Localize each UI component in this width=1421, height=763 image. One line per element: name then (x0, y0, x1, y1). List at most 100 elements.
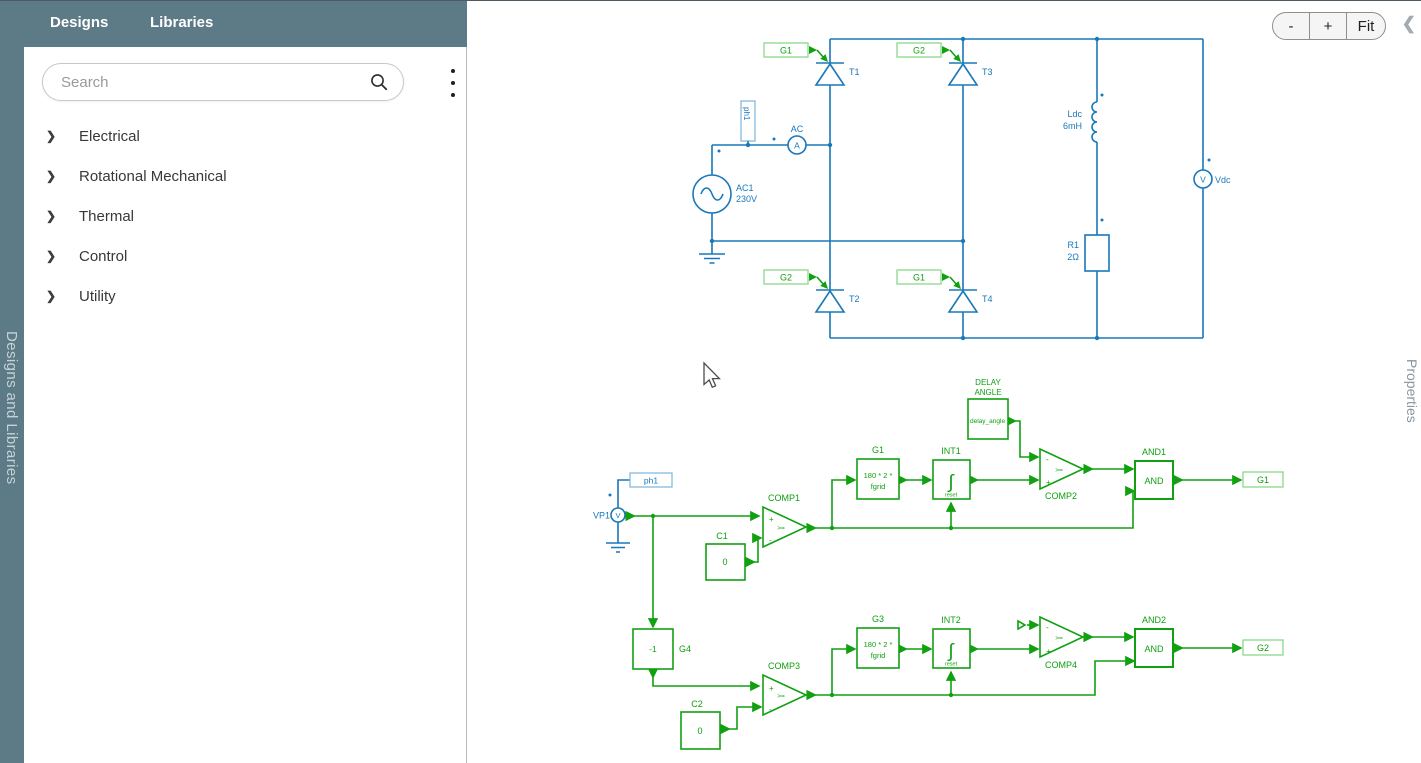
and-text: AND (1144, 476, 1164, 486)
component-label: AND2 (1142, 615, 1166, 625)
chevron-right-icon: ❯ (46, 169, 57, 183)
gain-g3[interactable]: 180 * 2 * fgrid G3 (856, 614, 900, 669)
mouse-cursor (703, 361, 721, 389)
kebab-menu-icon[interactable] (448, 69, 458, 97)
open-input-arrow (1017, 619, 1027, 631)
tree-item-label: Rotational Mechanical (79, 167, 227, 185)
sidebar-item-thermal[interactable]: ❯ Thermal (24, 196, 466, 236)
library-tree: ❯ Electrical ❯ Rotational Mechanical ❯ T… (24, 116, 466, 316)
sidebar-item-electrical[interactable]: ❯ Electrical (24, 116, 466, 156)
and-gate-and2[interactable]: AND AND2 (1134, 615, 1174, 668)
phase-tag-ph1[interactable]: ph1 (740, 100, 756, 145)
input-sign: + (1046, 647, 1051, 656)
search-input[interactable] (43, 73, 369, 91)
gain-expression: fgrid (871, 651, 886, 660)
gate-tag-t3[interactable]: G2 (896, 42, 961, 62)
wire-branch-g3[interactable] (831, 643, 857, 695)
resistor-r1[interactable]: R1 2Ω (1067, 234, 1110, 338)
component-label: COMP4 (1045, 660, 1077, 670)
constant-value: 0 (697, 726, 702, 736)
chevron-right-icon: ❯ (46, 289, 57, 303)
wire-g4-comp3[interactable] (647, 668, 761, 692)
gate-tag-t2[interactable]: G2 (763, 269, 828, 289)
output-tag-g1[interactable]: G1 (1242, 471, 1284, 488)
comparator-comp2[interactable]: - + >= COMP2 (1039, 447, 1085, 501)
zoom-in-button[interactable]: + (1309, 12, 1347, 40)
sidebar: ❮ Designs Libraries ❯ Electrical ❯ Rotat… (0, 1, 467, 763)
thyristor-t4[interactable]: T4 (947, 289, 993, 313)
schematic-canvas[interactable]: T1 T3 T2 T4 (467, 1, 1421, 763)
voltage-probe-vp1[interactable]: V VP1 (593, 479, 630, 553)
gate-tag-t1[interactable]: G1 (763, 42, 828, 62)
component-label: INT1 (941, 446, 961, 456)
sidebar-item-control[interactable]: ❯ Control (24, 236, 466, 276)
component-label: G4 (679, 644, 691, 654)
control-logic[interactable]: V VP1 ph1 (593, 378, 1284, 750)
wire-comp1-and1[interactable] (806, 485, 1136, 534)
voltmeter-name: Vdc (1215, 175, 1231, 185)
gate-tag-t4[interactable]: G1 (896, 269, 961, 289)
zoom-out-button[interactable]: - (1272, 12, 1310, 40)
reset-port-label: reset (945, 493, 958, 499)
gain-expression: fgrid (871, 482, 886, 491)
ground-symbol[interactable] (699, 241, 725, 264)
component-label: G1 (872, 445, 884, 455)
search-box[interactable] (42, 63, 404, 101)
delay-angle-block[interactable]: delay_angle DELAY ANGLE (967, 378, 1009, 440)
constant-value: 0 (722, 557, 727, 567)
integrator-int1[interactable]: ∫ reset INT1 (932, 446, 971, 500)
thyristor-t3[interactable]: T3 (947, 62, 993, 86)
operator: >= (777, 525, 785, 532)
output-tag-g2[interactable]: G2 (1242, 639, 1284, 656)
tab-designs[interactable]: Designs (50, 14, 109, 31)
gate-tag-label: G1 (913, 273, 925, 283)
chevron-right-icon: ❯ (46, 249, 57, 263)
component-label: ANGLE (974, 388, 1001, 397)
thyristor-t2[interactable]: T2 (814, 289, 860, 313)
gate-tag-label: G1 (780, 46, 792, 56)
wire-branch-g1[interactable] (831, 474, 857, 528)
probe-name: VP1 (593, 511, 610, 521)
output-tag-label: G1 (1257, 475, 1269, 485)
source-name: AC1 (736, 183, 754, 193)
zoom-controls: - + Fit (1272, 12, 1386, 40)
junction-dots (709, 36, 1211, 341)
wire-c2-comp3[interactable] (720, 701, 763, 735)
gain-g1[interactable]: 180 * 2 * fgrid G1 (856, 445, 900, 500)
comparator-comp3[interactable]: + - >= COMP3 (762, 661, 808, 717)
constant-c2[interactable]: 0 C2 (680, 699, 721, 750)
operator: >= (777, 693, 785, 700)
designs-libraries-rail-tab[interactable]: Designs and Libraries (3, 331, 20, 485)
wire-delay-comp2[interactable] (1006, 415, 1040, 463)
comparator-comp1[interactable]: + - >= COMP1 (762, 493, 808, 549)
search-icon[interactable] (369, 72, 389, 92)
zoom-fit-button[interactable]: Fit (1346, 12, 1386, 40)
inductor-ldc[interactable]: Ldc 6mH (1063, 39, 1098, 235)
sidebar-item-rotational-mechanical[interactable]: ❯ Rotational Mechanical (24, 156, 466, 196)
voltmeter-vdc[interactable]: V Vdc (1193, 39, 1231, 338)
source-value: 230V (736, 194, 757, 204)
reset-port-label: reset (945, 662, 958, 668)
comparator-comp4[interactable]: - + >= COMP4 (1039, 615, 1085, 670)
input-sign: - (1046, 455, 1049, 464)
constant-c1[interactable]: 0 C1 (705, 531, 746, 581)
delay-value: delay_angle (970, 418, 1005, 425)
resistor-value: 2Ω (1067, 252, 1079, 262)
component-label: AND1 (1142, 447, 1166, 457)
ac-source-ac1[interactable]: AC1 230V (692, 145, 757, 241)
power-stage[interactable]: T1 T3 T2 T4 (692, 36, 1231, 341)
properties-panel-tab[interactable]: Properties (1404, 359, 1420, 423)
integrator-int2[interactable]: ∫ reset INT2 (932, 615, 971, 669)
component-label: C1 (716, 531, 728, 541)
gain-expression: 180 * 2 * (864, 640, 893, 649)
component-label: T2 (849, 294, 860, 304)
thyristor-t1[interactable]: T1 (814, 62, 860, 86)
expand-properties-icon[interactable]: ❮ (1401, 14, 1416, 33)
ammeter-ac[interactable]: A AC (787, 124, 807, 155)
phase-tag-ph1-control[interactable]: ph1 (629, 472, 673, 488)
sidebar-item-utility[interactable]: ❯ Utility (24, 276, 466, 316)
tab-libraries[interactable]: Libraries (150, 14, 214, 31)
and-gate-and1[interactable]: AND AND1 (1134, 447, 1174, 500)
gain-g4[interactable]: -1 G4 (632, 628, 691, 670)
wire-c1-comp1[interactable] (745, 532, 763, 568)
